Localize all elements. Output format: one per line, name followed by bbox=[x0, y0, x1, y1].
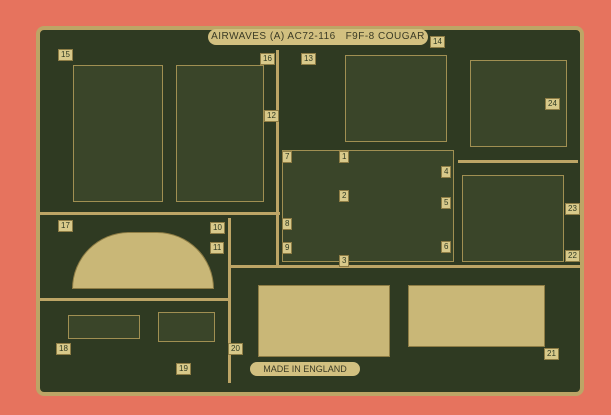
frame-bar bbox=[40, 212, 280, 215]
model-name: F9F-8 COUGAR bbox=[345, 31, 425, 42]
part-label: 4 bbox=[441, 166, 452, 178]
part-label: 7 bbox=[282, 151, 293, 163]
part-label: 15 bbox=[58, 49, 73, 61]
parts-22-23 bbox=[462, 175, 564, 262]
part-label: 16 bbox=[260, 53, 275, 65]
instrument-panel-16 bbox=[176, 65, 264, 202]
part-label: 14 bbox=[430, 36, 445, 48]
part-18 bbox=[68, 315, 140, 339]
part-label: 10 bbox=[210, 222, 225, 234]
part-label: 3 bbox=[339, 255, 350, 267]
part-label: 18 bbox=[56, 343, 71, 355]
frame-bar bbox=[458, 160, 578, 163]
small-parts-block bbox=[282, 150, 454, 262]
frame-bar bbox=[228, 218, 231, 383]
console-21 bbox=[408, 285, 545, 347]
part-label: 23 bbox=[565, 203, 580, 215]
part-label: 9 bbox=[282, 242, 293, 254]
part-label: 24 bbox=[545, 98, 560, 110]
part-19 bbox=[158, 312, 215, 342]
frame-bar bbox=[276, 50, 279, 265]
product-code: AC72-116 bbox=[287, 31, 336, 42]
instrument-panel-15 bbox=[73, 65, 163, 202]
fret-title-band: AIRWAVES (A) AC72-116 F9F-8 COUGAR bbox=[208, 29, 428, 45]
frame-bar bbox=[40, 298, 230, 301]
part-label: 12 bbox=[264, 110, 279, 122]
part-label: 21 bbox=[544, 348, 559, 360]
console-20 bbox=[258, 285, 390, 357]
part-label: 11 bbox=[210, 242, 225, 254]
brand: AIRWAVES bbox=[211, 31, 267, 42]
part-label: 19 bbox=[176, 363, 191, 375]
part-label: 1 bbox=[339, 151, 350, 163]
made-in-england: MADE IN ENGLAND bbox=[250, 362, 360, 376]
part-label: 2 bbox=[339, 190, 350, 202]
frame-bar bbox=[228, 265, 580, 268]
logo: A bbox=[273, 31, 281, 42]
part-label: 13 bbox=[301, 53, 316, 65]
part-14 bbox=[345, 55, 447, 142]
part-label: 6 bbox=[441, 241, 452, 253]
part-label: 17 bbox=[58, 220, 73, 232]
part-label: 8 bbox=[282, 218, 293, 230]
part-label: 22 bbox=[565, 250, 580, 262]
part-label: 20 bbox=[228, 343, 243, 355]
part-label: 5 bbox=[441, 197, 452, 209]
